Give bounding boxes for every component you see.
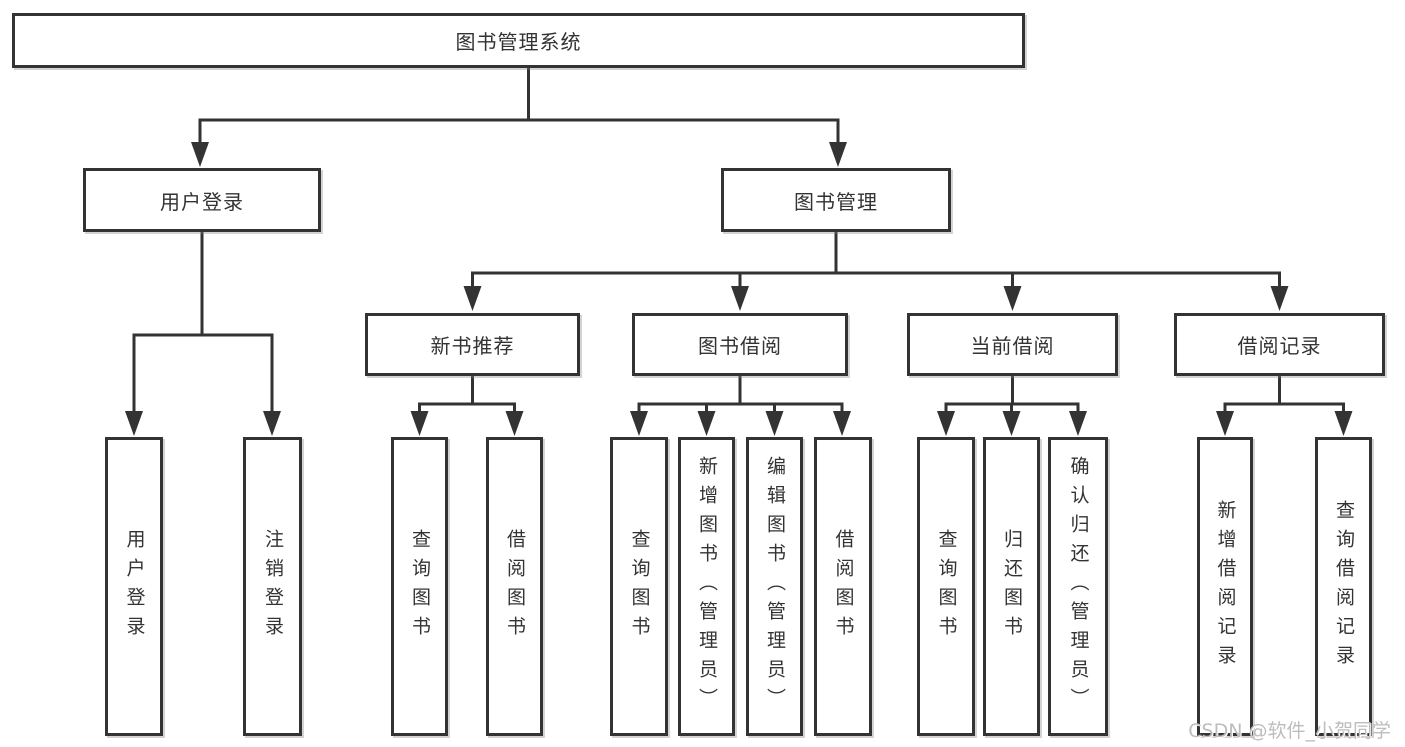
node-leaf-return-books: 归还图书 — [983, 437, 1040, 736]
node-leaf-edit-books-admin: 编辑图书（管理员） — [746, 437, 803, 736]
node-new-book-recommendation: 新书推荐 — [365, 313, 580, 376]
edge-current-borrow-children — [937, 376, 1087, 436]
node-leaf-borrow-books-borrowing: 借阅图书 — [814, 437, 872, 736]
node-leaf-query-books-recommend: 查询图书 — [391, 437, 448, 736]
edge-borrow-records-children — [1216, 376, 1353, 436]
edge-new-book-rec-children — [410, 376, 524, 436]
node-borrowing-records: 借阅记录 — [1174, 313, 1385, 376]
node-leaf-query-borrow-record: 查询借阅记录 — [1315, 437, 1372, 736]
node-current-borrowing: 当前借阅 — [907, 313, 1118, 376]
node-leaf-logout: 注销登录 — [243, 437, 302, 736]
edge-book-mgmt-children — [463, 232, 1289, 311]
node-leaf-borrow-books-recommend: 借阅图书 — [486, 437, 543, 736]
edge-root-to-level2 — [191, 68, 847, 167]
edge-book-borrow-children — [630, 376, 851, 436]
edge-user-login-children — [125, 232, 281, 436]
node-leaf-confirm-return-admin: 确认归还（管理员） — [1048, 437, 1108, 736]
node-library-management-system: 图书管理系统 — [12, 13, 1025, 68]
node-leaf-user-login: 用户登录 — [105, 437, 163, 736]
node-book-borrowing: 图书借阅 — [632, 313, 848, 376]
node-book-management: 图书管理 — [721, 168, 951, 232]
node-user-login: 用户登录 — [83, 168, 321, 232]
node-leaf-query-books-current: 查询图书 — [917, 437, 975, 736]
node-leaf-add-books-admin: 新增图书（管理员） — [678, 437, 735, 736]
node-leaf-query-books-borrowing: 查询图书 — [610, 437, 668, 736]
csdn-watermark: CSDN @软件_小贺同学 — [1188, 720, 1391, 742]
node-leaf-add-borrow-record: 新增借阅记录 — [1197, 437, 1253, 736]
